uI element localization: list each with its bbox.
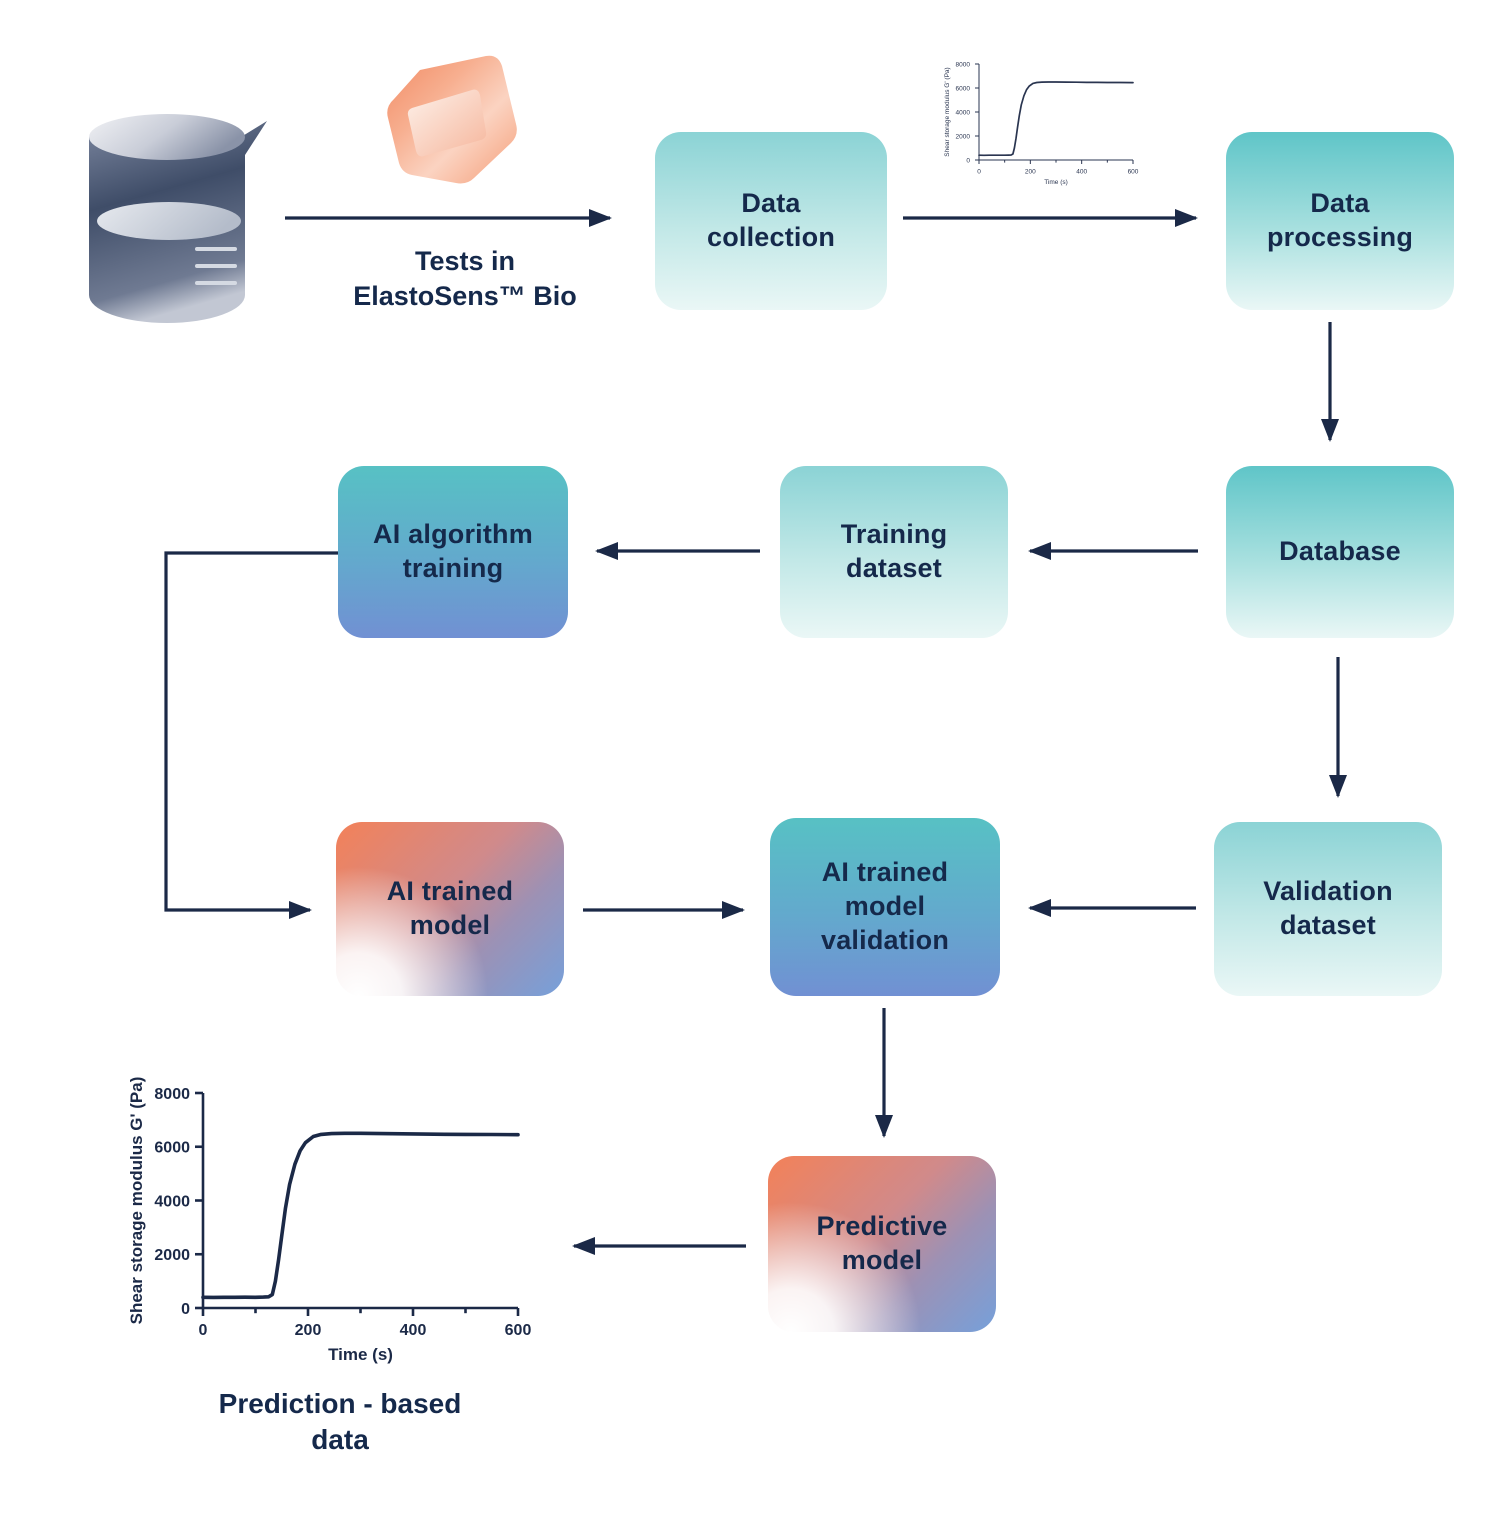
- svg-text:Time (s): Time (s): [328, 1345, 393, 1364]
- svg-text:0: 0: [199, 1322, 208, 1339]
- box-database: Database: [1226, 466, 1454, 638]
- svg-text:4000: 4000: [154, 1193, 190, 1210]
- svg-text:400: 400: [1076, 169, 1087, 176]
- svg-text:Shear storage modulus G' (Pa): Shear storage modulus G' (Pa): [127, 1077, 146, 1325]
- box-training-dataset: Training dataset: [780, 466, 1008, 638]
- box-ai-trained-model: AI trained model: [336, 822, 564, 996]
- svg-text:200: 200: [1025, 169, 1036, 176]
- elastosens-bio-device-icon: [387, 55, 517, 184]
- box-label: Predictive model: [816, 1211, 948, 1275]
- box-ai-trained-model-validation: AI trained model validation: [770, 818, 1000, 996]
- box-label: AI trained model validation: [820, 857, 950, 955]
- svg-text:2000: 2000: [154, 1247, 190, 1264]
- svg-text:600: 600: [1128, 169, 1139, 176]
- box-data-collection: Data collection: [655, 132, 887, 310]
- svg-text:8000: 8000: [956, 61, 971, 68]
- sample-beaker-icon: [89, 114, 267, 323]
- box-ai-algorithm-training: AI algorithm training: [338, 466, 568, 638]
- svg-text:0: 0: [966, 157, 970, 164]
- box-label: Data processing: [1266, 188, 1414, 252]
- box-label: AI trained model: [386, 876, 514, 940]
- prediction-based-label: Prediction - based data: [218, 1388, 462, 1455]
- box-label: Data collection: [706, 188, 836, 252]
- svg-text:2000: 2000: [956, 133, 971, 140]
- svg-text:8000: 8000: [154, 1086, 190, 1103]
- svg-text:0: 0: [977, 169, 981, 176]
- box-label: Database: [1279, 536, 1401, 567]
- box-predictive-model: Predictive model: [768, 1156, 996, 1332]
- svg-text:200: 200: [295, 1322, 322, 1339]
- svg-text:600: 600: [505, 1322, 532, 1339]
- svg-text:0: 0: [181, 1301, 190, 1318]
- svg-text:400: 400: [400, 1322, 427, 1339]
- svg-text:6000: 6000: [956, 85, 971, 92]
- box-validation-dataset: Validation dataset: [1214, 822, 1442, 996]
- arrow-training-to-trained-model: [164, 551, 338, 919]
- svg-text:6000: 6000: [154, 1140, 190, 1157]
- box-label: AI algorithm training: [373, 519, 533, 583]
- svg-text:Shear storage modulus G' (Pa): Shear storage modulus G' (Pa): [944, 67, 951, 156]
- box-label: Training dataset: [840, 519, 948, 583]
- svg-text:4000: 4000: [956, 109, 971, 116]
- svg-text:Time (s): Time (s): [1044, 179, 1068, 186]
- box-data-processing: Data processing: [1226, 132, 1454, 310]
- tests-in-label: Tests in ElastoSens™ Bio: [353, 246, 577, 311]
- box-label: Validation dataset: [1263, 876, 1393, 940]
